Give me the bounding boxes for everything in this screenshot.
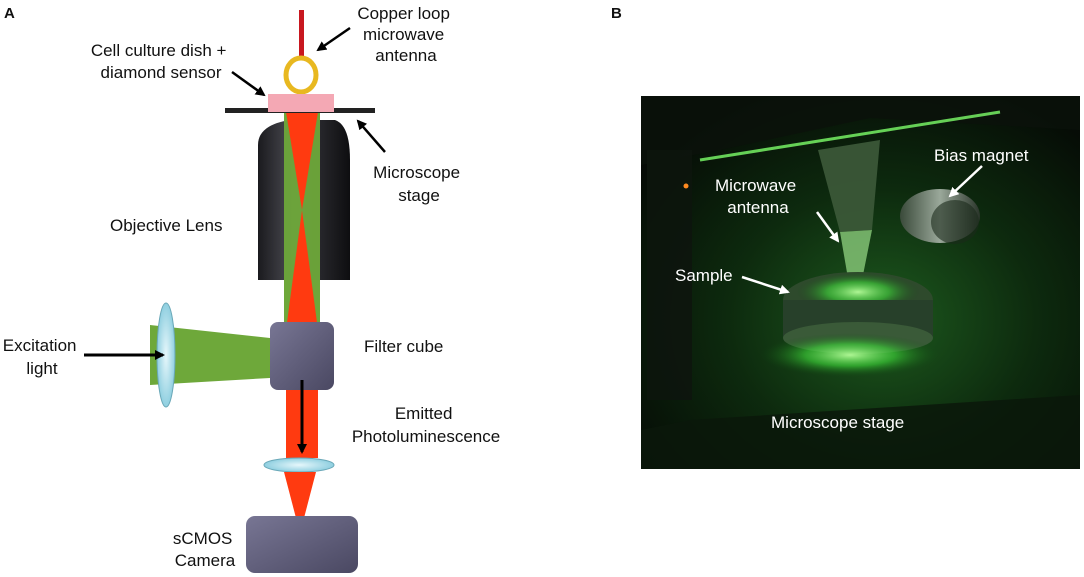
indicator-light <box>683 183 689 189</box>
filter-cube-label: Filter cube <box>364 337 443 356</box>
antenna-holder <box>818 140 880 232</box>
panel-b-letter: B <box>611 5 622 22</box>
objective-label: Objective Lens <box>110 216 222 235</box>
panel-a-letter: A <box>4 5 15 22</box>
stage-glow <box>760 333 940 377</box>
emission-cone-top <box>286 112 318 210</box>
copper-loop-antenna <box>283 55 319 95</box>
dish-arrow <box>231 70 266 97</box>
copper-loop-arrow <box>316 26 351 52</box>
copper-loop-label: Copper loop microwave antenna <box>357 4 454 65</box>
left-post <box>647 150 692 400</box>
setup-photograph <box>641 96 1080 469</box>
stage-surface <box>641 395 1080 469</box>
excitation-label: Excitation light <box>3 336 81 378</box>
emission-cone-camera <box>284 472 316 518</box>
excitation-beam-horizontal <box>150 325 270 385</box>
emitted-label: Emitted Photoluminescence <box>352 404 500 446</box>
microwave-antenna-label: Microwave antenna <box>715 176 801 217</box>
microscope-stage-label: Microscope stage <box>771 413 904 432</box>
camera-label: sCMOS Camera <box>173 529 237 570</box>
scmos-camera <box>246 516 358 573</box>
stage-label: Microscope stage <box>373 163 465 205</box>
emission-cone-bottom <box>286 210 318 330</box>
bias-magnet-label: Bias magnet <box>934 146 1029 165</box>
copper-wire <box>299 10 304 60</box>
rail-reflection <box>699 110 1001 162</box>
cell-culture-dish <box>268 94 334 112</box>
bias-magnet-face <box>931 200 979 244</box>
sample-label: Sample <box>675 266 733 285</box>
antenna-arrow <box>815 211 840 243</box>
dish-label: Cell culture dish + diamond sensor <box>91 41 231 82</box>
upper-rail <box>641 96 1080 165</box>
stage-arrow <box>356 119 386 153</box>
sample-arrow <box>741 275 790 295</box>
bias-magnet-arrow <box>948 165 983 198</box>
filter-cube <box>270 322 334 390</box>
tube-lens <box>263 457 335 473</box>
